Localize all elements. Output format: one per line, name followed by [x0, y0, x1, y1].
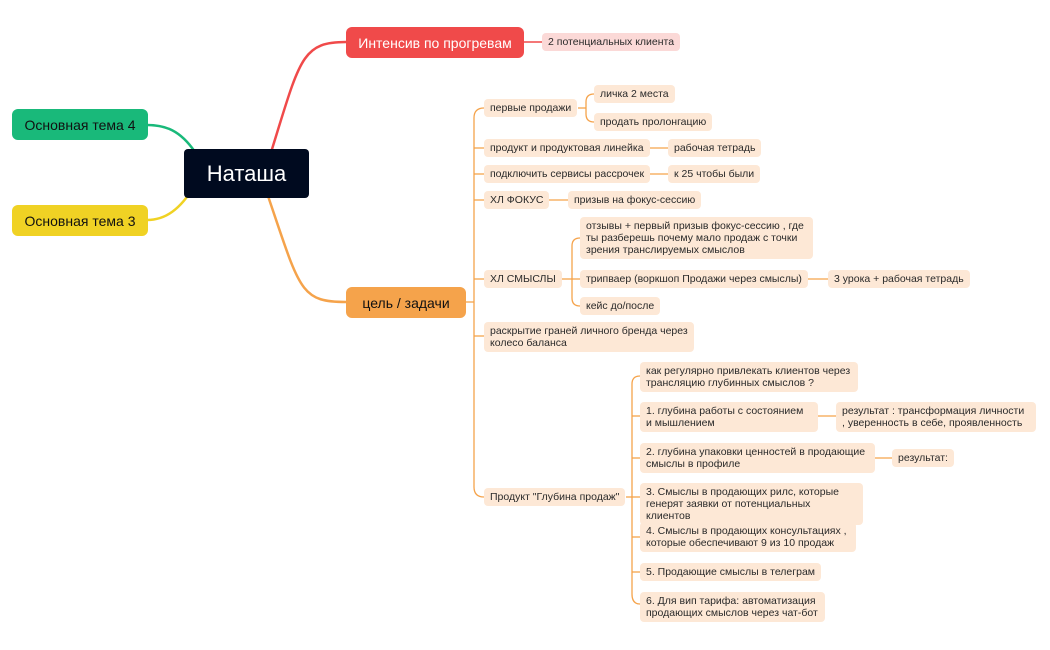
leaf-intensive-clients[interactable]: 2 потенциальных клиента [542, 33, 681, 51]
leaf-pd-4[interactable]: 4. Смыслы в продающих консультациях , ко… [640, 522, 856, 552]
leaf-installments-deadline[interactable]: к 25 чтобы были [668, 165, 761, 183]
leaf-pd-question[interactable]: как регулярно привлекать клиентов через … [640, 362, 858, 392]
topic-intensive-label: Интенсив по прогревам [358, 34, 512, 51]
root-label: Наташа [206, 160, 287, 186]
leaf-pd-1[interactable]: 1. глубина работы с состоянием и мышлени… [640, 402, 818, 432]
leaf-product-depth[interactable]: Продукт "Глубина продаж" [484, 488, 626, 506]
leaf-workbook[interactable]: рабочая тетрадь [668, 139, 762, 157]
leaf-pd-3[interactable]: 3. Смыслы в продающих рилс, которые гене… [640, 483, 863, 525]
topic-theme4-label: Основная тема 4 [24, 116, 136, 133]
leaf-hl-meanings[interactable]: ХЛ СМЫСЛЫ [484, 270, 562, 288]
topic-theme3[interactable]: Основная тема 3 [12, 205, 148, 236]
leaf-hl-focus[interactable]: ХЛ ФОКУС [484, 191, 550, 209]
leaf-installments[interactable]: подключить сервисы рассрочек [484, 165, 651, 183]
leaf-personal-brand[interactable]: раскрытие граней личного бренда через ко… [484, 322, 694, 352]
goals-branch-lines [466, 93, 892, 605]
leaf-first-sales-dm[interactable]: личка 2 места [594, 85, 675, 103]
leaf-first-sales[interactable]: первые продажи [484, 99, 578, 117]
link-root-theme4 [146, 123, 197, 153]
leaf-pd-2[interactable]: 2. глубина упаковки ценностей в продающи… [640, 443, 875, 473]
topic-goals[interactable]: цель / задачи [346, 287, 466, 318]
leaf-pd-5[interactable]: 5. Продающие смыслы в телеграм [640, 563, 821, 581]
topic-theme3-label: Основная тема 3 [24, 212, 136, 229]
leaf-product-line[interactable]: продукт и продуктовая линейка [484, 139, 650, 157]
leaf-pd-6[interactable]: 6. Для вип тарифа: автоматизация продающ… [640, 592, 825, 622]
root-node[interactable]: Наташа [184, 149, 309, 198]
leaf-first-sales-prolong[interactable]: продать пролонгацию [594, 113, 713, 131]
topic-goals-label: цель / задачи [362, 294, 450, 311]
leaf-focus-call[interactable]: призыв на фокус-сессию [568, 191, 702, 209]
leaf-pd-1-result[interactable]: результат : трансформация личности , уве… [836, 402, 1036, 432]
leaf-case-study[interactable]: кейс до/после [580, 297, 661, 315]
link-root-intensive [266, 40, 347, 163]
topic-theme4[interactable]: Основная тема 4 [12, 109, 148, 140]
leaf-tripwire-content[interactable]: 3 урока + рабочая тетрадь [828, 270, 970, 288]
topic-intensive[interactable]: Интенсив по прогревам [346, 27, 524, 58]
link-root-goals [266, 195, 347, 304]
leaf-pd-2-result[interactable]: результат: [892, 449, 954, 467]
leaf-reviews-call[interactable]: отзывы + первый призыв фокус-сессию , гд… [580, 217, 813, 259]
leaf-tripwire[interactable]: трипваер (воркшоп Продажи через смыслы) [580, 270, 808, 288]
